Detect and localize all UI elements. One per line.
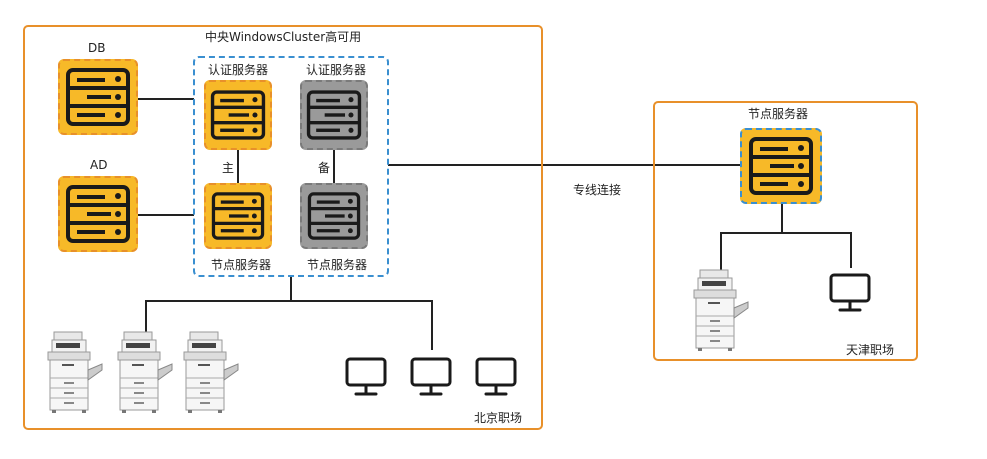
auth-server-backup bbox=[300, 80, 368, 150]
server-icon bbox=[210, 90, 266, 140]
tianjin-printer-drop bbox=[720, 232, 722, 274]
dedicated-link-label: 专线连接 bbox=[573, 183, 622, 197]
tianjin-lan-drop bbox=[781, 204, 783, 234]
printer-icon bbox=[180, 330, 240, 414]
printer-icon bbox=[690, 268, 750, 352]
auth-primary-label: 认证服务器 bbox=[208, 63, 269, 77]
primary-mark: 主 bbox=[222, 161, 235, 175]
server-icon bbox=[749, 137, 813, 195]
server-icon bbox=[307, 192, 361, 240]
beijing-site-box bbox=[23, 25, 543, 430]
windows-cluster-box bbox=[193, 56, 389, 277]
tianjin-node-label: 节点服务器 bbox=[748, 107, 809, 121]
ad-server bbox=[58, 176, 138, 252]
db-server bbox=[58, 59, 138, 135]
ad-to-cluster-line bbox=[138, 214, 194, 216]
tianjin-node-server bbox=[740, 128, 822, 204]
db-label: DB bbox=[88, 41, 106, 55]
beijing-printer-drop bbox=[145, 300, 147, 334]
monitor-icon bbox=[474, 356, 518, 398]
backup-auth-node-line bbox=[333, 150, 335, 184]
tianjin-site-box bbox=[653, 101, 918, 361]
monitor-icon bbox=[828, 272, 872, 314]
node-backup-label: 节点服务器 bbox=[307, 258, 368, 272]
tianjin-monitor-drop bbox=[850, 232, 852, 268]
auth-backup-label: 认证服务器 bbox=[306, 63, 367, 77]
node-server-primary bbox=[204, 183, 272, 249]
tianjin-site-label: 天津职场 bbox=[846, 343, 895, 357]
beijing-site-label: 北京职场 bbox=[474, 411, 523, 425]
beijing-lan-drop bbox=[290, 276, 292, 302]
cluster-title: 中央WindowsCluster高可用 bbox=[205, 30, 362, 44]
monitor-icon bbox=[344, 356, 388, 398]
server-icon bbox=[306, 90, 362, 140]
server-icon bbox=[211, 192, 265, 240]
printer-icon bbox=[114, 330, 174, 414]
tianjin-lan-bus bbox=[720, 232, 852, 234]
printer-icon bbox=[44, 330, 104, 414]
node-server-backup bbox=[300, 183, 368, 249]
primary-auth-node-line bbox=[237, 150, 239, 184]
beijing-lan-bus bbox=[145, 300, 433, 302]
ad-label: AD bbox=[90, 158, 108, 172]
monitor-icon bbox=[409, 356, 453, 398]
server-icon bbox=[66, 68, 130, 126]
backup-mark: 备 bbox=[318, 161, 331, 175]
auth-server-primary bbox=[204, 80, 272, 150]
node-primary-label: 节点服务器 bbox=[211, 258, 272, 272]
server-icon bbox=[66, 185, 130, 243]
beijing-monitor-drop bbox=[431, 300, 433, 350]
db-to-cluster-line bbox=[138, 98, 194, 100]
dedicated-link-line bbox=[388, 164, 740, 166]
